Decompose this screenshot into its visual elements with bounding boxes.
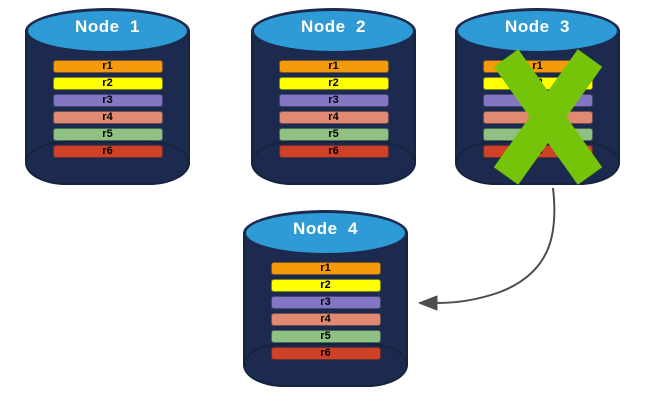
node-3-label: Node 3 (505, 17, 570, 36)
node-2-label: Node 2 (301, 17, 366, 36)
node-4-replica-r5[interactable]: r5 (270, 330, 381, 343)
node-4-label: Node 4 (293, 219, 358, 238)
node-2-cylinder-top (251, 8, 416, 54)
node-2[interactable]: Node 2 r1 r2 r3 r4 r5 r6 (251, 8, 416, 185)
node-1-replica-r1[interactable]: r1 (52, 60, 163, 73)
node-1-replica-r3[interactable]: r3 (52, 94, 163, 107)
node-2-replica-r6[interactable]: r6 (278, 145, 389, 158)
node-4-replica-r2[interactable]: r2 (270, 279, 381, 292)
node-1-label: Node 1 (75, 17, 140, 36)
node-4-replica-list: r1 r2 r3 r4 r5 r6 (243, 262, 408, 360)
node-2-replica-r4[interactable]: r4 (278, 111, 389, 124)
node-3-replica-list: r1 r2 r3 r4 r5 r6 (455, 60, 620, 158)
node-4-replica-r3[interactable]: r3 (270, 296, 381, 309)
node-3-replica-r2[interactable]: r2 (482, 77, 593, 90)
node-3-replica-r3[interactable]: r3 (482, 94, 593, 107)
node-4-replica-r1[interactable]: r1 (270, 262, 381, 275)
node-4-cylinder-top (243, 210, 408, 256)
node-1-replica-r2[interactable]: r2 (52, 77, 163, 90)
node-2-replica-r5[interactable]: r5 (278, 128, 389, 141)
node-1-replica-list: r1 r2 r3 r4 r5 r6 (25, 60, 190, 158)
node-1-replica-r4[interactable]: r4 (52, 111, 163, 124)
node-3-replica-r1[interactable]: r1 (482, 60, 593, 73)
node-2-replica-list: r1 r2 r3 r4 r5 r6 (251, 60, 416, 158)
node-3[interactable]: Node 3 r1 r2 r3 r4 r5 r6 (455, 8, 620, 185)
node-1-replica-r5[interactable]: r5 (52, 128, 163, 141)
node-2-replica-r2[interactable]: r2 (278, 77, 389, 90)
node-2-replica-r1[interactable]: r1 (278, 60, 389, 73)
node-4-replica-r6[interactable]: r6 (270, 347, 381, 360)
node-3-replica-r5[interactable]: r5 (482, 128, 593, 141)
node-1-replica-r6[interactable]: r6 (52, 145, 163, 158)
node-2-replica-r3[interactable]: r3 (278, 94, 389, 107)
node-1[interactable]: Node 1 r1 r2 r3 r4 r5 r6 (25, 8, 190, 185)
node-3-replica-r4[interactable]: r4 (482, 111, 593, 124)
node-1-cylinder-top (25, 8, 190, 54)
node-3-replica-r6[interactable]: r6 (482, 145, 593, 158)
node-4[interactable]: Node 4 r1 r2 r3 r4 r5 r6 (243, 210, 408, 387)
node-4-replica-r4[interactable]: r4 (270, 313, 381, 326)
